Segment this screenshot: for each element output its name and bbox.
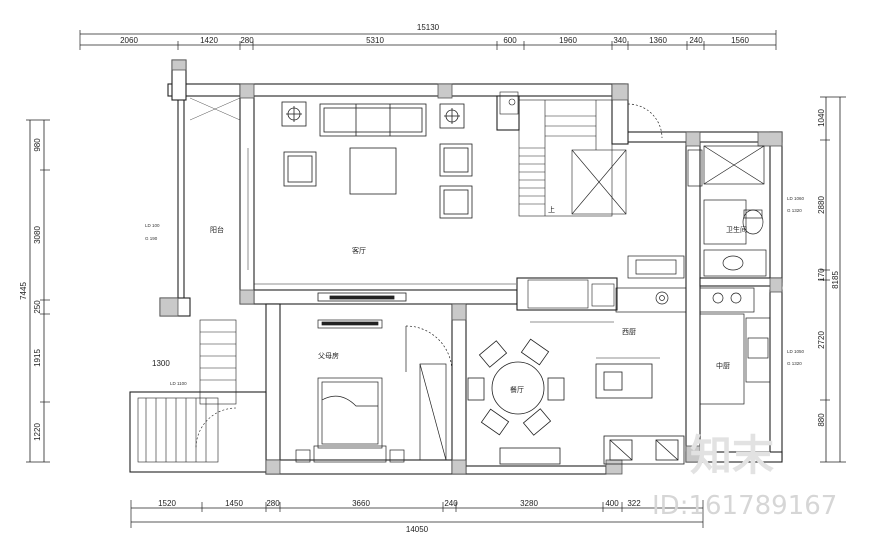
bottom-seg-3: 280 xyxy=(266,499,280,508)
bottom-seg-7: 400 xyxy=(605,499,619,508)
living-furniture xyxy=(247,101,516,302)
right-seg-2: 2880 xyxy=(817,196,826,214)
right-seg-3: 170 xyxy=(817,268,826,282)
bottom-seg-2: 1450 xyxy=(225,499,243,508)
top-seg-5: 600 xyxy=(503,36,517,45)
bottom-seg-8: 322 xyxy=(627,499,641,508)
room-parents: 父母房 xyxy=(318,351,339,360)
room-living: 客厅 xyxy=(352,246,366,255)
left-dimension xyxy=(26,119,50,463)
right-dimension xyxy=(820,96,846,463)
top-total-label: 15130 xyxy=(417,23,440,32)
stairs-main xyxy=(499,91,627,217)
kitchen-door-label: LD 1050 xyxy=(787,349,805,354)
door-labels: LD 100 G 190 LD 1060 G 1320 LD 1050 G 13… xyxy=(145,196,805,386)
right-seg-1: 1040 xyxy=(817,109,826,127)
bottom-total-label: 14050 xyxy=(406,525,429,534)
left-seg-3: 250 xyxy=(33,300,42,314)
top-seg-8: 1360 xyxy=(649,36,667,45)
bottom-seg-4: 3660 xyxy=(352,499,370,508)
stair-opening-label: LD 1100 xyxy=(170,381,187,386)
bottom-dimension xyxy=(130,500,704,528)
right-total-label: 8185 xyxy=(831,271,840,289)
room-kitchen: 中厨 xyxy=(716,361,730,370)
left-total-label: 7445 xyxy=(19,282,28,300)
bathroom-fixtures xyxy=(627,103,767,277)
walls xyxy=(129,59,783,475)
top-seg-9: 240 xyxy=(689,36,703,45)
dining-furniture xyxy=(467,338,685,465)
parents-room-furniture xyxy=(295,319,453,463)
balcony-door-label: LD 100 xyxy=(145,223,160,228)
left-seg-4: 1915 xyxy=(33,349,42,367)
room-labels: 客厅 阳台 父母房 餐厅 西厨 中厨 卫生间 上 xyxy=(210,205,747,394)
right-seg-4: 2720 xyxy=(817,331,826,349)
watermark-logo: 知末 xyxy=(690,431,774,480)
top-seg-1: 2060 xyxy=(120,36,138,45)
balcony-door-g-label: G 190 xyxy=(145,236,158,241)
room-bathroom: 卫生间 xyxy=(726,225,747,234)
right-seg-5: 880 xyxy=(817,413,826,427)
bath-door-g-label: G 1320 xyxy=(787,208,802,213)
kitchen-door-g-label: G 1320 xyxy=(787,361,802,366)
top-seg-7: 340 xyxy=(613,36,627,45)
top-seg-10: 1560 xyxy=(731,36,749,45)
watermark: 知末 ID:161789167 xyxy=(652,431,837,521)
dimension-labels: 15130 2060 1420 280 5310 600 1960 340 13… xyxy=(19,23,840,534)
top-seg-3: 280 xyxy=(240,36,254,45)
left-seg-1: 980 xyxy=(33,138,42,152)
bottom-seg-6: 3280 xyxy=(520,499,538,508)
bath-door-label: LD 1060 xyxy=(787,196,805,201)
bottom-seg-1: 1520 xyxy=(158,499,176,508)
left-seg-2: 3080 xyxy=(33,226,42,244)
watermark-id: ID:161789167 xyxy=(652,491,837,521)
stair-up-label: 上 xyxy=(548,205,555,214)
cabinets xyxy=(527,279,660,359)
top-seg-4: 5310 xyxy=(366,36,384,45)
left-seg-5: 1220 xyxy=(33,423,42,441)
bottom-seg-5: 240 xyxy=(444,499,458,508)
room-dining: 餐厅 xyxy=(510,385,524,394)
room-balcony: 阳台 xyxy=(210,225,224,234)
kitchen-furniture xyxy=(615,255,771,405)
top-seg-6: 1960 xyxy=(559,36,577,45)
top-seg-2: 1420 xyxy=(200,36,218,45)
columns xyxy=(159,59,783,475)
stair-width-label: 1300 xyxy=(152,359,170,368)
top-dimension xyxy=(79,30,777,50)
stairs-lower xyxy=(137,97,241,463)
room-western-kitchen: 西厨 xyxy=(622,328,636,336)
